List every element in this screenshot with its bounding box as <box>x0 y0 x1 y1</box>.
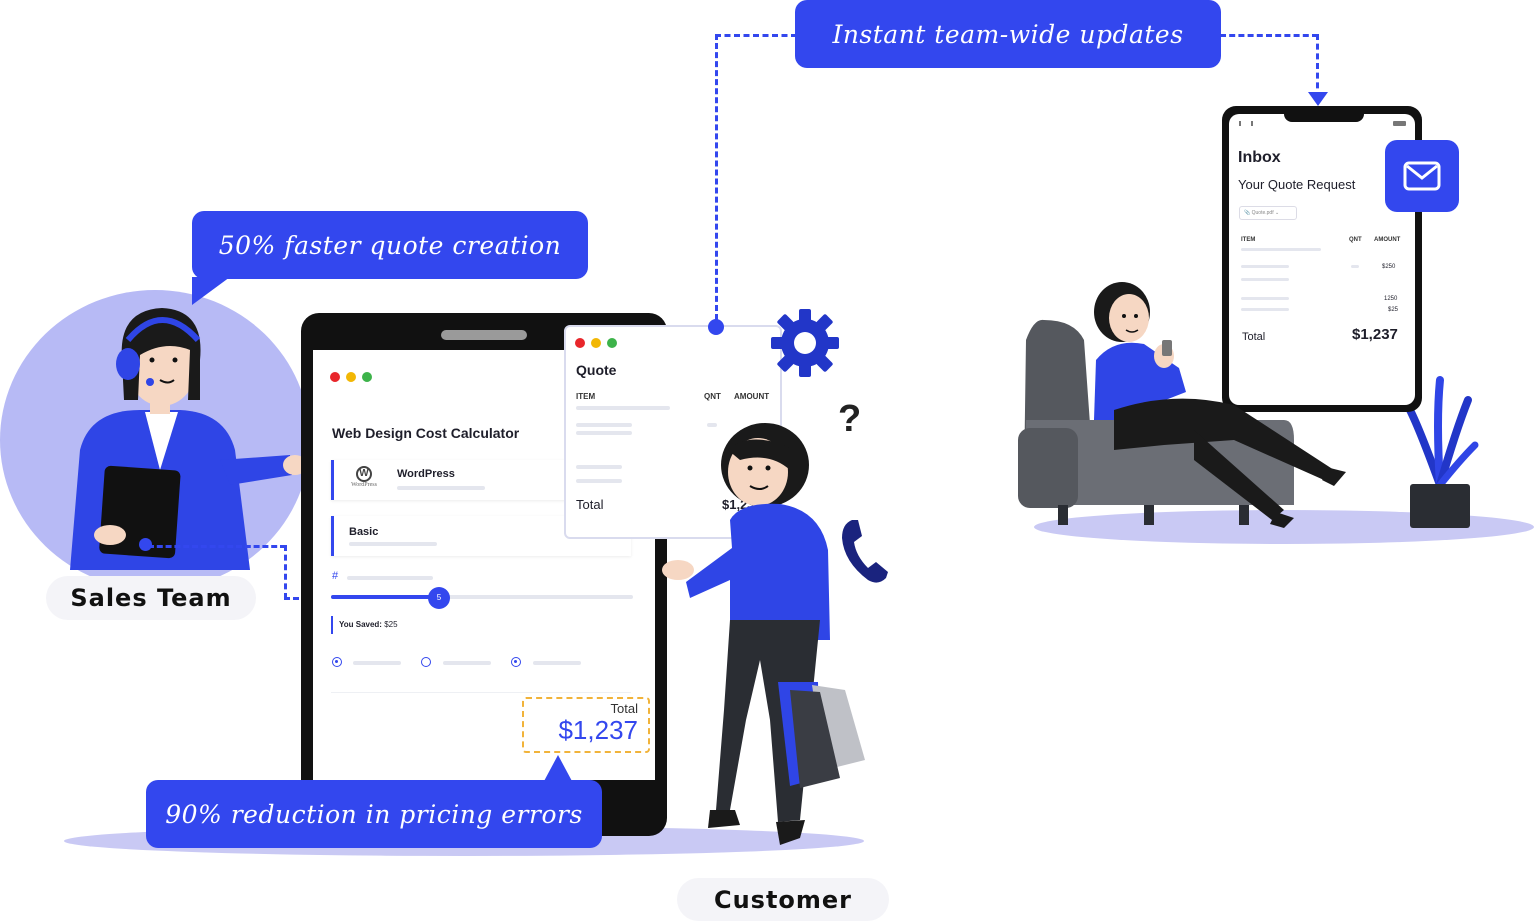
mail-icon <box>1403 161 1441 191</box>
maximize-dot-icon[interactable] <box>362 372 372 382</box>
quote-line-3 <box>576 465 622 469</box>
inbox-screen: Inbox Your Quote Request 📎 Quote.pdf ⌄ I… <box>1229 114 1415 405</box>
radio-option-1[interactable] <box>332 657 342 667</box>
inbox-total-label: Total <box>1242 331 1266 343</box>
you-saved-value: $25 <box>384 620 398 629</box>
callout-tail-1 <box>192 277 230 305</box>
quote-col-qnt: QNT <box>704 392 721 401</box>
notch <box>1284 114 1364 122</box>
minimize-dot-icon[interactable] <box>346 372 356 382</box>
calculator-total-box: Total $1,237 <box>522 697 650 753</box>
inbox-row-1-amount: $250 <box>1382 264 1396 270</box>
wordpress-logo-icon: W WordPress <box>344 466 384 488</box>
quote-line-4 <box>576 479 622 483</box>
inbox-row-2-amount: 1250 <box>1384 296 1398 302</box>
tablet-speaker <box>441 330 527 340</box>
quote-total-label: Total <box>576 497 604 512</box>
relaxing-woman-illustration <box>1018 282 1346 528</box>
radio-option-3[interactable] <box>511 657 521 667</box>
signal-icon <box>1239 121 1253 126</box>
inbox-row-3-amount: $25 <box>1388 307 1399 313</box>
close-dot-icon[interactable] <box>330 372 340 382</box>
quote-line-2 <box>576 423 632 427</box>
quote-maximize-dot-icon[interactable] <box>607 338 617 348</box>
connector-quote-h <box>715 34 797 37</box>
battery-icon <box>1393 121 1406 126</box>
slider-fill <box>331 595 439 599</box>
callout-quote-creation: 50% faster quote creation <box>192 211 588 279</box>
quote-line-1 <box>576 406 670 410</box>
calculator-total-value: $1,237 <box>558 715 638 745</box>
calculator-total-label: Total <box>610 701 638 716</box>
quote-line-qnt <box>707 423 717 427</box>
paperclip-icon: 📎 <box>1244 210 1251 216</box>
connector-quote-v <box>715 34 718 320</box>
inbox-total-value: $1,237 <box>1352 326 1398 343</box>
radio-option-3-label <box>533 661 581 665</box>
quote-title: Quote <box>576 362 617 378</box>
plant-illustration <box>1406 376 1479 528</box>
quantity-label-line <box>347 576 433 580</box>
connector-dot-sales <box>139 538 152 551</box>
quote-col-amount: AMOUNT <box>734 392 770 401</box>
connector-inbox-h <box>1220 34 1318 37</box>
window-controls <box>330 369 378 387</box>
calculator-screen: Web Design Cost Calculator W WordPress W… <box>313 350 655 780</box>
option-basic-label: Basic <box>349 526 379 538</box>
option-basic-desc <box>349 542 437 546</box>
quote-minimize-dot-icon[interactable] <box>591 338 601 348</box>
you-saved: You Saved: $25 <box>331 616 398 634</box>
question-mark: ? <box>838 398 862 440</box>
customer-illustration <box>662 423 865 845</box>
radio-option-2[interactable] <box>421 657 431 667</box>
chevron-down-icon: ⌄ <box>1274 210 1280 216</box>
radio-option-2-label <box>443 661 491 665</box>
radio-option-1-label <box>353 661 401 665</box>
inbox-subject[interactable]: Your Quote Request <box>1238 177 1356 192</box>
inbox-line-5 <box>1241 308 1289 311</box>
inbox-col-item: ITEM <box>1241 237 1256 243</box>
inbox-line-1 <box>1241 248 1321 251</box>
inbox-line-3 <box>1241 278 1289 281</box>
attachment-name: Quote.pdf <box>1251 210 1274 216</box>
customer-label: Customer <box>677 878 889 921</box>
calculator-title: Web Design Cost Calculator <box>332 425 520 441</box>
option-basic[interactable]: Basic <box>331 516 631 556</box>
callout-team-updates: Instant team-wide updates <box>795 0 1221 68</box>
connector-inbox-v <box>1316 34 1319 98</box>
slider-handle[interactable]: 5 <box>428 587 450 609</box>
sales-woman-illustration <box>70 308 330 570</box>
connector-sales-2 <box>284 597 308 600</box>
attachment-chip[interactable]: 📎 Quote.pdf ⌄ <box>1239 206 1297 220</box>
divider <box>331 692 631 693</box>
inbox-col-amount: AMOUNT <box>1374 237 1401 243</box>
quote-col-item: ITEM <box>576 392 596 401</box>
gear-icon <box>771 309 839 377</box>
inbox-col-qnt: QNT <box>1349 237 1362 243</box>
inbox-title: Inbox <box>1238 149 1281 166</box>
quote-window-controls <box>575 335 623 353</box>
quantity-hash: # <box>332 570 339 582</box>
callout-pricing-errors: 90% reduction in pricing errors <box>146 780 602 848</box>
wordpress-logo-text: WordPress <box>351 482 377 488</box>
option-wordpress[interactable]: W WordPress WordPress <box>331 460 631 500</box>
you-saved-label: You Saved: <box>339 620 382 629</box>
slider-track[interactable] <box>331 595 633 599</box>
connector-dot-quote <box>708 319 724 335</box>
quote-line-2b <box>576 431 632 435</box>
inbox-line-4 <box>1241 297 1289 300</box>
option-wordpress-label: WordPress <box>397 468 455 480</box>
connector-sales-v <box>284 545 287 599</box>
sales-team-label: Sales Team <box>46 576 256 620</box>
quote-close-dot-icon[interactable] <box>575 338 585 348</box>
phone-icon <box>842 520 888 583</box>
mail-badge[interactable] <box>1385 140 1459 212</box>
callout-tail-2 <box>543 755 573 783</box>
inbox-line-2 <box>1241 265 1289 268</box>
arrow-down-icon <box>1308 92 1328 106</box>
inbox-line-qnt <box>1351 265 1359 268</box>
connector-sales <box>148 545 286 548</box>
option-wordpress-desc <box>397 486 485 490</box>
